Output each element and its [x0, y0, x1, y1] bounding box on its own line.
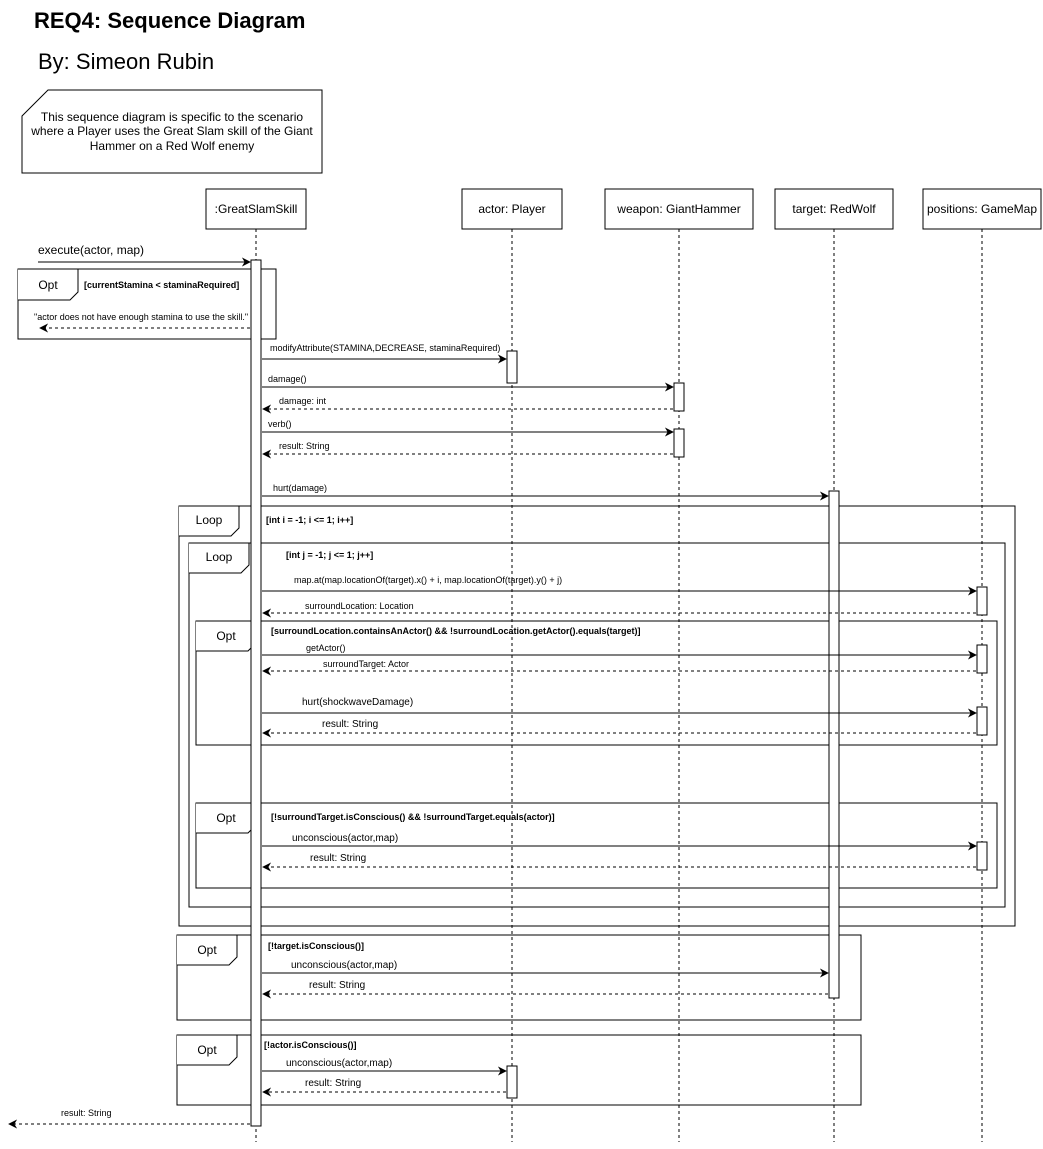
- lifeline-hammer: weapon: GiantHammer: [604, 188, 754, 1142]
- frame-opt-stamina: Opt [currentStamina < staminaRequired]: [17, 268, 277, 340]
- message-label: unconscious(actor,map): [292, 833, 398, 844]
- message-verb-return: result: String: [262, 441, 673, 459]
- message-label: result: String: [279, 441, 330, 451]
- message-label: damage(): [268, 374, 307, 384]
- frame-opt-surround-location: Opt [surroundLocation.containsAnActor() …: [195, 620, 998, 746]
- message-label: result: String: [61, 1108, 112, 1118]
- diagram-title: REQ4: Sequence Diagram: [34, 8, 305, 33]
- message-label: result: String: [310, 853, 366, 864]
- message-unconscious-actor: unconscious(actor,map): [262, 1058, 507, 1076]
- frame-guard: [!actor.isConscious()]: [264, 1040, 357, 1050]
- frame-opt-target-conscious: Opt [!target.isConscious()]: [176, 934, 862, 1021]
- activation-skill: [250, 259, 262, 1127]
- frame-opt-surround-target: Opt [!surroundTarget.isConscious() && !s…: [195, 802, 998, 889]
- frame-loop-outer: Loop [int i = -1; i <= 1; i++]: [178, 505, 1016, 927]
- message-label: execute(actor, map): [38, 243, 144, 257]
- message-label: hurt(damage): [273, 483, 327, 493]
- lifeline-label: actor: Player: [478, 202, 545, 216]
- activation-hammer-1: [673, 382, 685, 412]
- message-label: surroundTarget: Actor: [323, 659, 409, 669]
- message-damage: damage(): [262, 374, 674, 392]
- activation-map-2: [976, 644, 988, 674]
- message-hurt: hurt(damage): [262, 483, 829, 501]
- message-unconscious-surround-return: result: String: [262, 853, 976, 872]
- frame-kind: Loop: [206, 550, 233, 564]
- message-surround-target-return: surroundTarget: Actor: [262, 659, 976, 676]
- frame-guard: [currentStamina < staminaRequired]: [84, 280, 239, 290]
- note: This sequence diagram is specific to the…: [21, 89, 323, 174]
- message-label: result: String: [305, 1078, 361, 1089]
- frame-kind: Loop: [196, 513, 223, 527]
- message-final-return: result: String: [8, 1108, 250, 1129]
- activation-map-4: [976, 841, 988, 871]
- note-line-1: This sequence diagram is specific to the…: [41, 110, 303, 124]
- activation-hammer-2: [673, 428, 685, 458]
- message-label: "actor does not have enough stamina to u…: [34, 312, 248, 322]
- message-label: damage: int: [279, 396, 327, 406]
- lifeline-label: target: RedWolf: [792, 202, 876, 216]
- message-map-at: map.at(map.locationOf(target).x() + i, m…: [262, 575, 977, 596]
- message-unconscious-target-return: result: String: [262, 980, 828, 999]
- frame-kind: Opt: [216, 629, 236, 643]
- note-line-2: where a Player uses the Great Slam skill…: [30, 124, 313, 138]
- message-hurt-shockwave: hurt(shockwaveDamage): [262, 697, 977, 718]
- frame-kind: Opt: [216, 811, 236, 825]
- lifeline-label: weapon: GiantHammer: [616, 202, 740, 216]
- frame-loop-inner: Loop [int j = -1; j <= 1; j++]: [188, 542, 1006, 908]
- activation-map-3: [976, 706, 988, 736]
- lifeline-label: :GreatSlamSkill: [215, 202, 298, 216]
- frame-kind: Opt: [197, 943, 217, 957]
- frame-guard: [!surroundTarget.isConscious() && !surro…: [271, 812, 555, 822]
- frame-guard: [!target.isConscious()]: [268, 941, 364, 951]
- message-label: unconscious(actor,map): [291, 960, 397, 971]
- message-label: map.at(map.locationOf(target).x() + i, m…: [294, 575, 562, 585]
- frame-guard: [surroundLocation.containsAnActor() && !…: [271, 626, 641, 636]
- message-label: getActor(): [306, 643, 346, 653]
- message-label: modifyAttribute(STAMINA,DECREASE, stamin…: [270, 343, 500, 353]
- message-verb: verb(): [262, 419, 674, 437]
- lifeline-label: positions: GameMap: [927, 202, 1037, 216]
- frame-kind: Opt: [197, 1043, 217, 1057]
- message-hurt-shockwave-return: result: String: [262, 719, 976, 738]
- frame-opt-actor-conscious: Opt [!actor.isConscious()]: [176, 1034, 862, 1106]
- message-label: surroundLocation: Location: [305, 601, 414, 611]
- message-damage-return: damage: int: [262, 396, 673, 414]
- message-label: unconscious(actor,map): [286, 1058, 392, 1069]
- diagram-author: By: Simeon Rubin: [38, 49, 214, 74]
- message-unconscious-surround: unconscious(actor,map): [262, 833, 977, 851]
- activation-player-1: [506, 350, 518, 384]
- message-label: verb(): [268, 419, 292, 429]
- note-line-3: Hammer on a Red Wolf enemy: [90, 139, 255, 153]
- frame-kind: Opt: [38, 278, 58, 292]
- message-location-return: surroundLocation: Location: [262, 601, 976, 618]
- lifeline-map: positions: GameMap: [922, 188, 1042, 1142]
- message-not-enough-stamina: "actor does not have enough stamina to u…: [34, 312, 250, 333]
- message-execute: execute(actor, map): [38, 243, 251, 267]
- frame-guard: [int j = -1; j <= 1; j++]: [286, 550, 373, 560]
- message-label: result: String: [309, 980, 365, 991]
- activation-player-2: [506, 1065, 518, 1099]
- message-unconscious-actor-return: result: String: [262, 1078, 506, 1097]
- message-label: hurt(shockwaveDamage): [302, 697, 413, 708]
- frame-guard: [int i = -1; i <= 1; i++]: [266, 515, 353, 525]
- activation-map-1: [976, 586, 988, 616]
- message-get-actor: getActor(): [262, 643, 977, 660]
- message-unconscious-target: unconscious(actor,map): [262, 960, 829, 978]
- lifeline-player: actor: Player: [461, 188, 563, 1142]
- message-label: result: String: [322, 719, 378, 730]
- activation-wolf: [828, 490, 840, 999]
- message-modify-attribute: modifyAttribute(STAMINA,DECREASE, stamin…: [262, 343, 507, 364]
